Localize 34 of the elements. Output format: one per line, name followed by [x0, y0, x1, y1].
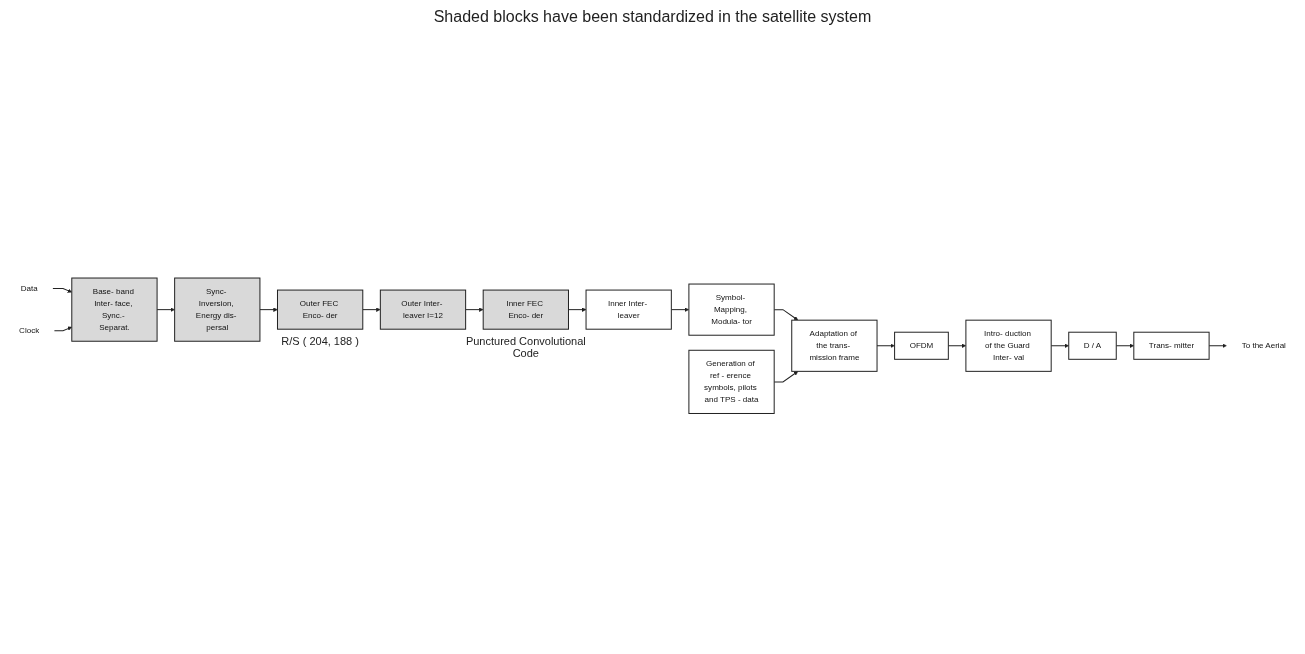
note-text: Shaded blocks have been standardized in the satellite system: [433, 8, 872, 26]
arrow: [1208, 343, 1227, 348]
arrow: [52, 287, 72, 293]
node-box: Outer Inter- leaver I=12: [379, 289, 467, 330]
arrow: [568, 307, 587, 312]
node-box: Trans- mitter: [1133, 331, 1210, 360]
node-box: Inner FEC Enco- der: [482, 289, 569, 330]
node-box: OFDM: [894, 331, 949, 360]
arrow: [1050, 343, 1069, 348]
node-box: Intro- duction of the Guard Inter- val: [965, 319, 1052, 372]
node-box: Outer FEC Enco- der: [277, 289, 364, 330]
arrow: [876, 343, 895, 348]
arrow: [773, 370, 799, 383]
arrow: [53, 326, 72, 331]
arrow: [670, 307, 690, 312]
arrow: [259, 307, 278, 312]
node-box: Base- band Inter- face, Sync.- Separat.: [71, 277, 158, 342]
node-text: Clock: [19, 325, 40, 335]
arrow: [773, 308, 799, 321]
node-box: Symbol- Mapping, Modula- tor: [688, 283, 775, 336]
node-text: Data: [20, 283, 38, 293]
arrow: [1115, 343, 1134, 348]
caption-text: R/S ( 204, 188 ): [280, 334, 360, 347]
node-box: D / A: [1068, 331, 1117, 360]
caption-text: Punctured Convolutional Code: [465, 334, 586, 359]
node-box: Sync- Inversion, Energy dis- persal: [174, 277, 261, 342]
node-box: Inner Inter- leaver: [585, 289, 672, 330]
arrow: [947, 343, 967, 348]
arrow: [156, 307, 175, 312]
arrow: [465, 307, 484, 312]
node-box: Adaptation of the trans- mission frame: [791, 319, 878, 372]
arrow: [362, 307, 381, 312]
node-text: To the Aerial: [1241, 340, 1286, 350]
node-box: Generation of ref - erence symbols, pilots and TPS - data: [688, 349, 775, 414]
